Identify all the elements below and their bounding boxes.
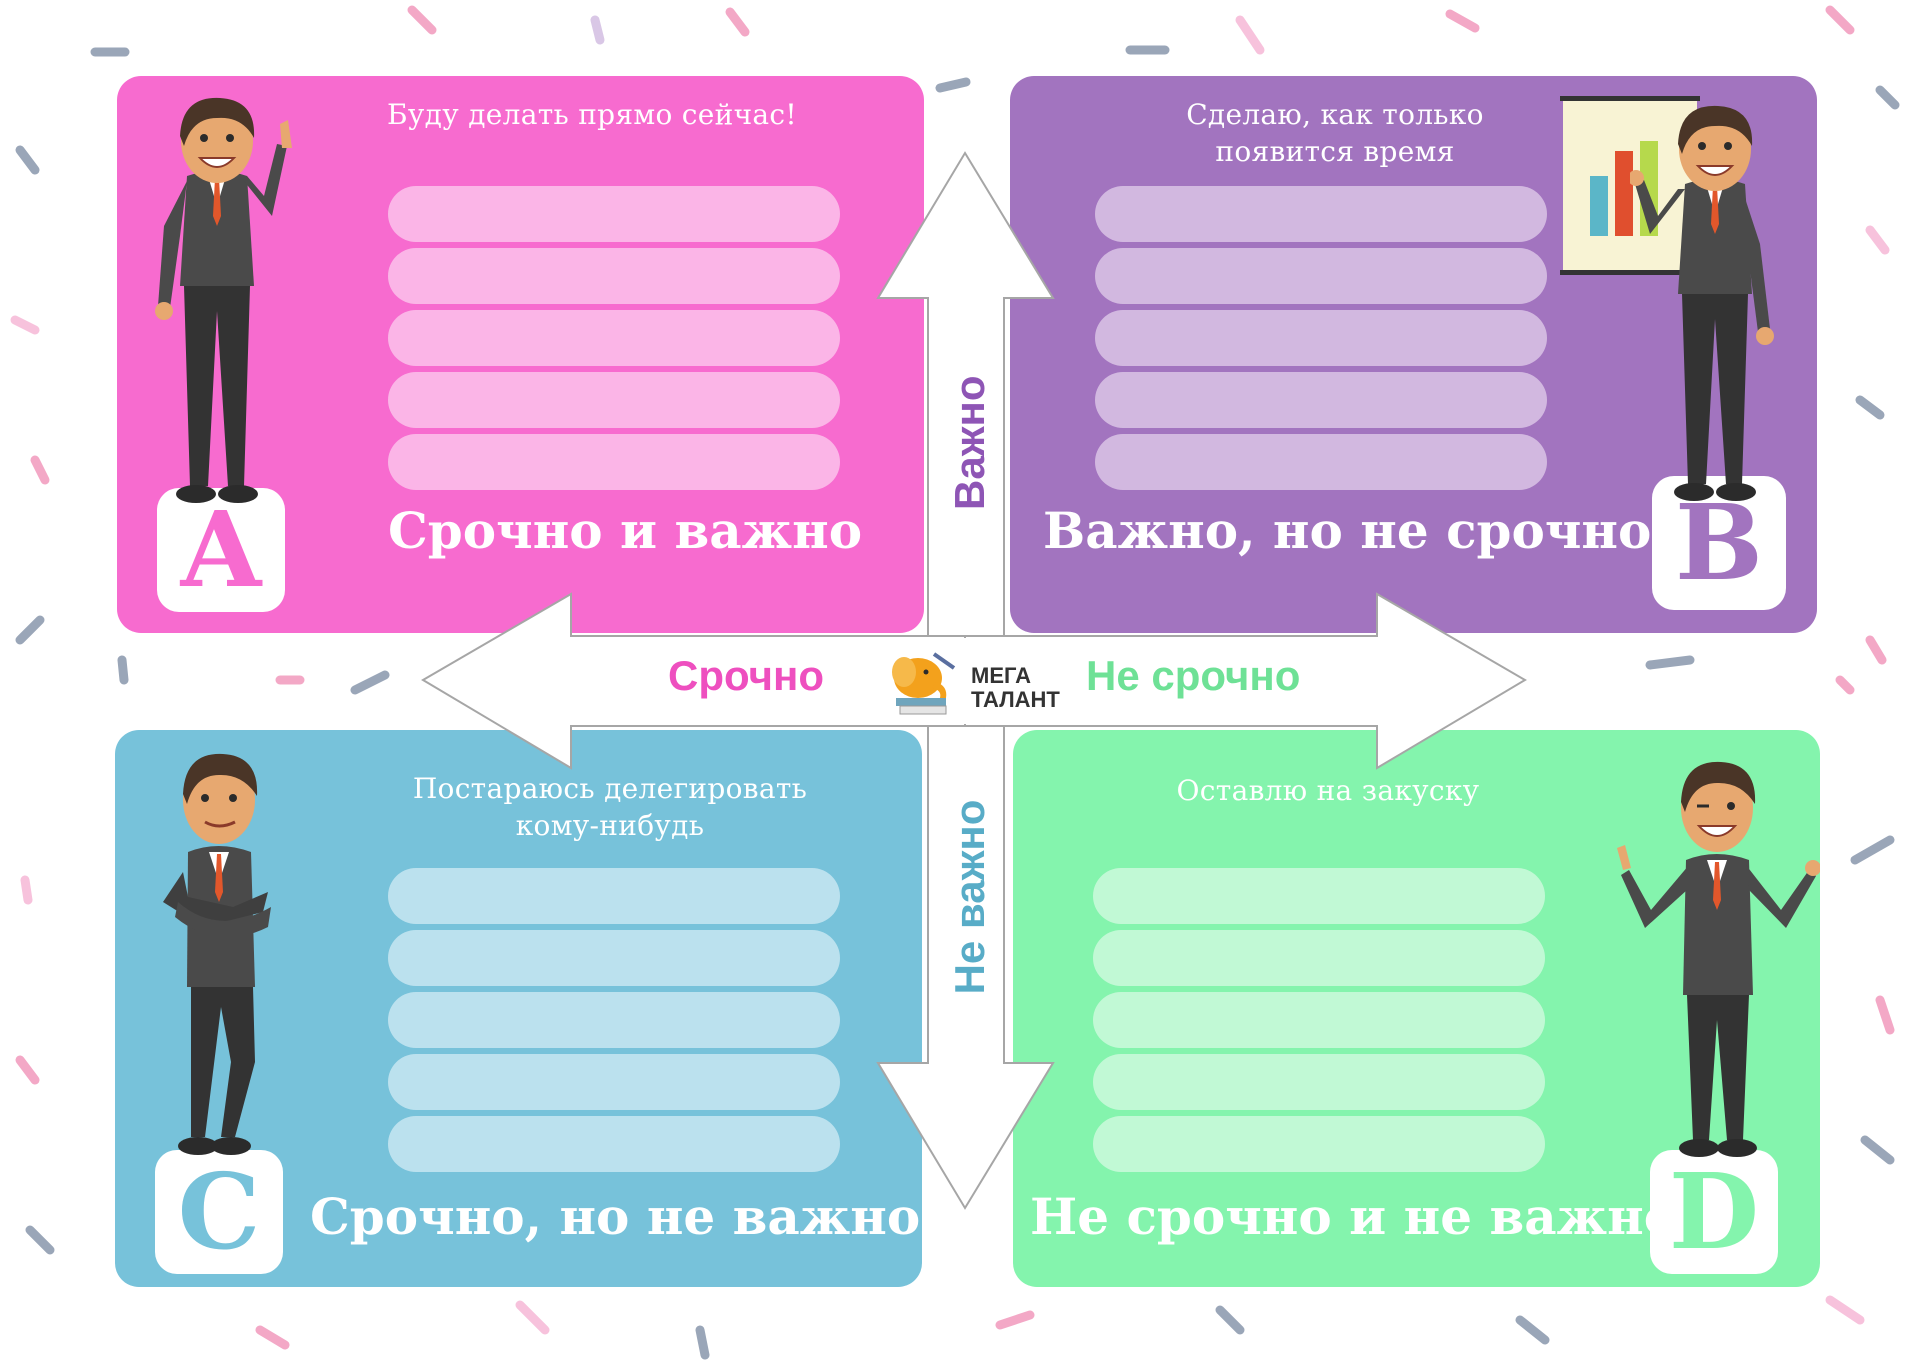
axis-label-not-important: Не важно [946,799,993,995]
quadrant-c-subtitle-line1: Постараюсь делегировать [412,772,808,805]
quadrant-b-line-3[interactable] [1095,310,1547,366]
quadrant-a-line-1[interactable] [388,186,840,242]
quadrant-b-letter-badge: B [1652,476,1786,610]
quadrant-b-heading: Важно, но не срочно [1043,501,1652,560]
quadrant-b-lines [1095,186,1547,496]
elephant-logo-icon [892,652,956,715]
quadrant-c-line-5[interactable] [388,1116,840,1172]
quadrant-c-letter-badge: C [155,1150,283,1274]
quadrant-c-subtitle-line2: кому-нибудь [515,809,705,842]
quadrant-b-subtitle: Сделаю, как только появится время [1110,96,1560,170]
quadrant-d-line-1[interactable] [1093,868,1545,924]
quadrant-a-lines [388,186,840,496]
quadrant-a-line-4[interactable] [388,372,840,428]
person-presenting-icon [1630,105,1774,501]
quadrant-d-letter-badge: D [1650,1150,1778,1274]
axis-label-important: Важно [946,375,993,511]
quadrant-c-lines [388,868,840,1178]
quadrant-d-line-5[interactable] [1093,1116,1545,1172]
quadrant-c-line-2[interactable] [388,930,840,986]
quadrant-b-subtitle-line2: появится время [1215,135,1455,168]
quadrant-d: Оставлю на закуску Не срочно и не важно … [1013,730,1820,1287]
quadrant-a-letter-badge: A [157,488,285,612]
quadrant-d-line-2[interactable] [1093,930,1545,986]
axis-label-urgent: Срочно [668,652,825,699]
axis-label-not-urgent: Не срочно [1086,652,1301,699]
quadrant-d-heading: Не срочно и не важно [1030,1187,1678,1246]
logo-line1: МЕГА [971,663,1031,688]
quadrant-a: Буду делать прямо сейчас! Срочно и важно… [117,76,924,633]
quadrant-c-line-4[interactable] [388,1054,840,1110]
person-winking-icon [1617,761,1820,1157]
person-pointing-icon [155,97,292,503]
person-arms-crossed-icon [163,753,271,1155]
quadrant-c: Постараюсь делегировать кому-нибудь Сроч… [115,730,922,1287]
quadrant-c-heading: Срочно, но не важно [310,1187,921,1246]
quadrant-a-subtitle: Буду делать прямо сейчас! [387,98,797,131]
quadrant-a-line-5[interactable] [388,434,840,490]
quadrant-c-subtitle: Постараюсь делегировать кому-нибудь [385,770,835,844]
logo-text: МЕГА ТАЛАНТ [971,664,1060,712]
quadrant-b-line-1[interactable] [1095,186,1547,242]
quadrant-c-line-3[interactable] [388,992,840,1048]
logo-line2: ТАЛАНТ [971,687,1060,712]
quadrant-c-line-1[interactable] [388,868,840,924]
quadrant-b-line-5[interactable] [1095,434,1547,490]
quadrant-b: Сделаю, как только появится время Важно,… [1010,76,1817,633]
quadrant-b-line-2[interactable] [1095,248,1547,304]
quadrant-a-line-3[interactable] [388,310,840,366]
quadrant-a-line-2[interactable] [388,248,840,304]
quadrant-b-line-4[interactable] [1095,372,1547,428]
quadrant-d-line-3[interactable] [1093,992,1545,1048]
quadrant-b-subtitle-line1: Сделаю, как только [1186,98,1484,131]
quadrant-a-heading: Срочно и важно [388,501,863,560]
quadrant-d-line-4[interactable] [1093,1054,1545,1110]
quadrant-d-lines [1093,868,1545,1178]
quadrant-d-subtitle: Оставлю на закуску [1176,774,1480,807]
